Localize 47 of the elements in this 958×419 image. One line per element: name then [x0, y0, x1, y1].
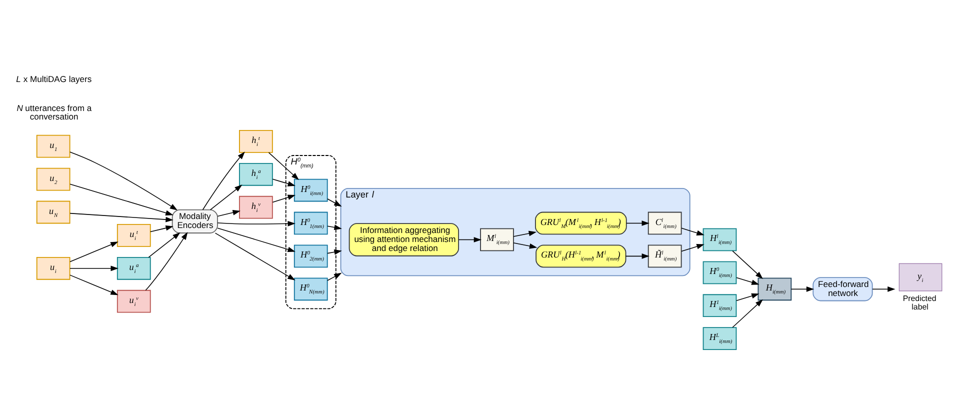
arrow: [70, 152, 178, 210]
arrow: [681, 228, 704, 236]
node-box: u$_{1}$: [36, 134, 70, 158]
arrow: [70, 184, 174, 216]
arrow: [625, 253, 650, 259]
node-box: Information aggregating using attention mechanism and edge relation: [348, 223, 460, 256]
arrow: [214, 232, 296, 280]
node-box: u$_{i}$: [36, 256, 70, 280]
arrow: [272, 194, 296, 203]
arrow: [736, 293, 760, 302]
arrow: [681, 244, 704, 252]
arrow: [70, 242, 118, 262]
arrow: [272, 178, 296, 186]
arrow: [268, 152, 299, 180]
node-box: GRU$^{l}$$_{H}$(H$^{l-1}$$_{i(mm)}$, M$^{l}$$_{i(mm)}$): [536, 244, 626, 268]
arrow: [513, 242, 538, 249]
arrow: [150, 225, 174, 232]
arrow: [732, 250, 763, 279]
arrow: [70, 212, 174, 222]
node-box: GRU$^{l}$$_{M}$(M$^{l}$$_{i(mm)}$, H$^{l-1}$$_{i(mm)}$): [535, 212, 627, 235]
arrow: [513, 230, 537, 237]
arrow: [327, 198, 342, 207]
arrow: [732, 299, 763, 328]
arrow: [872, 286, 896, 292]
node-box: Modality Encoders: [172, 209, 218, 234]
arrow: [626, 220, 650, 226]
label: N utterances from a conversation: [16, 103, 92, 122]
arrow: [70, 266, 118, 272]
arrow: [145, 232, 188, 291]
node-box: H$_{i(mm)}$: [758, 278, 792, 301]
arrow: [327, 249, 342, 255]
arrow: [458, 237, 482, 242]
arrow: [217, 228, 296, 252]
arrow: [217, 210, 240, 217]
node-box: u$_{N}$: [36, 200, 70, 224]
arrow: [148, 232, 180, 258]
arrow: [210, 184, 242, 210]
arrow: [70, 274, 118, 296]
arrow: [790, 286, 814, 292]
node-box: Feed-forward network: [812, 277, 873, 302]
arrow: [217, 220, 296, 226]
arrow: [327, 224, 342, 230]
arrow: [736, 277, 760, 285]
arrow: [327, 272, 342, 281]
node-box: u$_{2}$: [36, 168, 70, 191]
arrow: [202, 152, 245, 210]
label: L x MultiDAG layers: [16, 74, 92, 84]
